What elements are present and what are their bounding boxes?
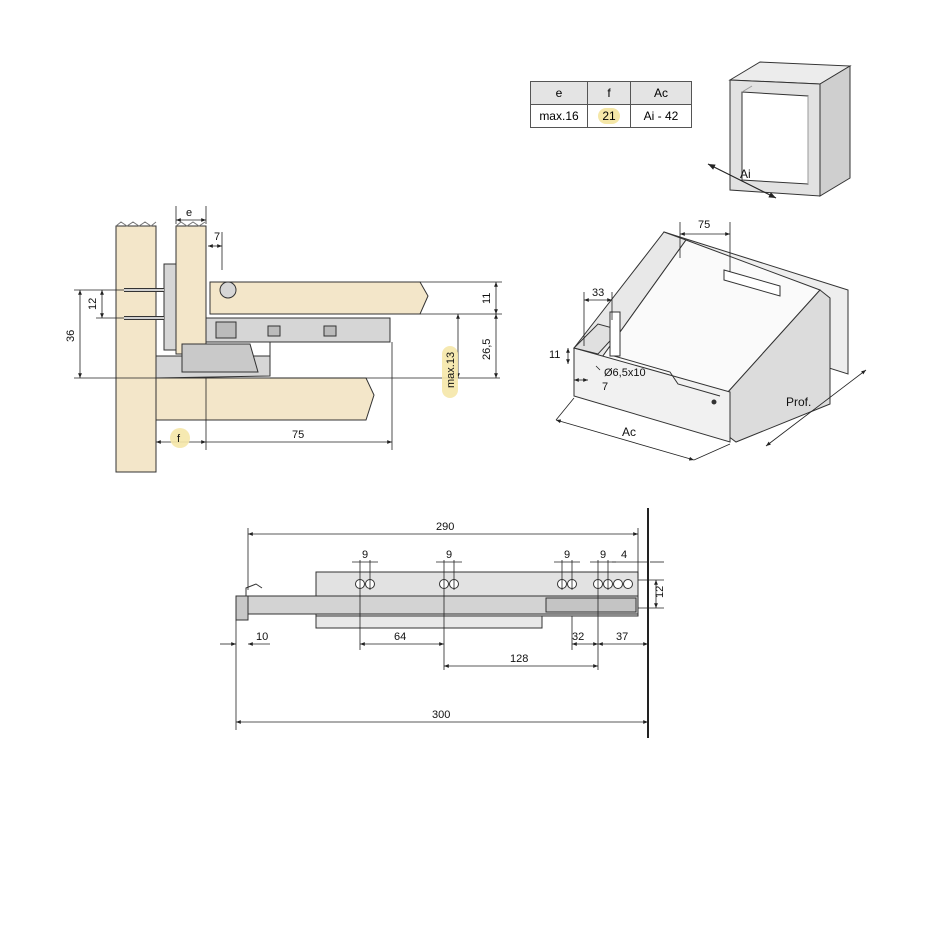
runner-dim-290: 290 (436, 521, 454, 533)
runner-labels: 290 9 9 9 9 4 12 10 64 32 37 128 300 (256, 521, 666, 721)
dim-max13: max.13 (445, 352, 457, 388)
runner-dim-9c: 9 (564, 549, 570, 561)
cross-section-labels: e 7 12 36 11 26,5 max.13 f 75 (65, 207, 493, 448)
runner-dim-128: 128 (510, 653, 528, 665)
value-e: max.16 (530, 104, 588, 128)
cabinet-side-panel (115, 225, 157, 473)
drawer-dimensions (555, 222, 867, 461)
drawer-dim-ac: Ac (622, 425, 636, 439)
cabinet-dim-ai: Ai (707, 163, 777, 199)
dim-f: f (177, 433, 181, 445)
drawer-side (175, 225, 207, 355)
drawer-dim-11: 11 (549, 349, 560, 361)
runner-dim-9d: 9 (600, 549, 606, 561)
f-highlight (170, 428, 190, 448)
dim-12: 12 (87, 298, 99, 310)
dim-36: 36 (65, 330, 77, 342)
drawer-dim-75: 75 (698, 219, 710, 231)
runner (235, 508, 649, 738)
runner-dim-10: 10 (256, 631, 268, 643)
runner-dim-64: 64 (394, 631, 406, 643)
drawer-dim-prof: Prof. (786, 395, 811, 409)
runner-dim-37: 37 (616, 631, 628, 643)
runner-dim-32: 32 (572, 631, 584, 643)
dimension-table-row: max.16 21 Ai - 42 (530, 104, 692, 128)
runner-dim-300: 300 (432, 709, 450, 721)
runner-dim-12: 12 (654, 586, 666, 598)
value-ac: Ai - 42 (630, 104, 692, 128)
runner-dim-9b: 9 (446, 549, 452, 561)
dim-11: 11 (481, 293, 493, 304)
runner-dim-9a: 9 (362, 549, 368, 561)
drawer-hole-size: Ø6,5x10 (604, 367, 646, 379)
dim-26-5: 26,5 (481, 339, 493, 360)
drawer-bottom (155, 377, 375, 421)
header-ac: Ac (630, 81, 692, 105)
runner-dimensions (220, 528, 664, 730)
cross-section-dimensions (74, 206, 502, 450)
dim-e: e (186, 207, 192, 219)
label-ai: Ai (740, 167, 751, 181)
dimension-table-header: e f Ac (530, 81, 692, 105)
drawer-dim-7: 7 (602, 381, 608, 393)
max13-highlight (442, 346, 458, 398)
dim-7: 7 (214, 231, 220, 243)
header-f: f (587, 81, 631, 105)
cross-section (115, 221, 429, 473)
drawer-box (573, 231, 849, 443)
drawer-dim-33: 33 (592, 287, 604, 299)
value-f: 21 (598, 108, 620, 124)
drawer-top-board (209, 281, 429, 315)
runner-dim-4: 4 (621, 549, 627, 561)
dim-75: 75 (292, 429, 304, 441)
drawer-labels: 75 33 11 Ø6,5x10 7 Ac Prof. (549, 219, 811, 439)
header-e: e (530, 81, 588, 105)
dimension-table: e f Ac max.16 21 Ai - 42 (530, 81, 692, 128)
